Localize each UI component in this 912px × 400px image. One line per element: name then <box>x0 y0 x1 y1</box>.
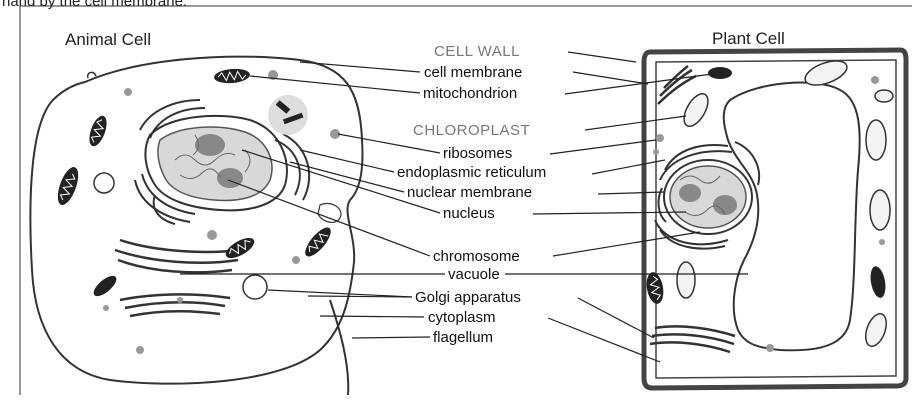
plant-cell-title: Plant Cell <box>712 29 785 48</box>
plant-cell <box>644 50 906 388</box>
label-cell-wall: CELL WALL <box>434 43 520 60</box>
label-cytoplasm: cytoplasm <box>428 309 496 326</box>
label-vacuole: vacuole <box>448 266 500 283</box>
label-ribosomes: ribosomes <box>443 145 512 162</box>
label-mitochondrion: mitochondrion <box>423 85 517 102</box>
top-cut-text: hand by the cell membrane. <box>2 0 187 10</box>
label-cell-membrane: cell membrane <box>424 64 522 81</box>
label-chromosome: chromosome <box>433 248 520 265</box>
animal-vacuole <box>243 275 267 299</box>
plant-nucleus <box>664 160 752 234</box>
label-golgi: Golgi apparatus <box>415 289 521 306</box>
animal-cell-membrane <box>30 57 362 384</box>
labels: CELL WALL cell membrane mitochondrion CH… <box>397 43 546 346</box>
centriole <box>268 95 308 135</box>
animal-cell-title: Animal Cell <box>65 30 151 49</box>
label-chloroplast: CHLOROPLAST <box>413 122 530 139</box>
animal-vacuole-small <box>94 173 114 193</box>
animal-cell <box>30 57 362 395</box>
label-endoplasmic-reticulum: endoplasmic reticulum <box>397 164 546 181</box>
label-flagellum: flagellum <box>433 329 493 346</box>
label-nuclear-membrane: nuclear membrane <box>407 184 532 201</box>
label-nucleus: nucleus <box>443 205 495 222</box>
